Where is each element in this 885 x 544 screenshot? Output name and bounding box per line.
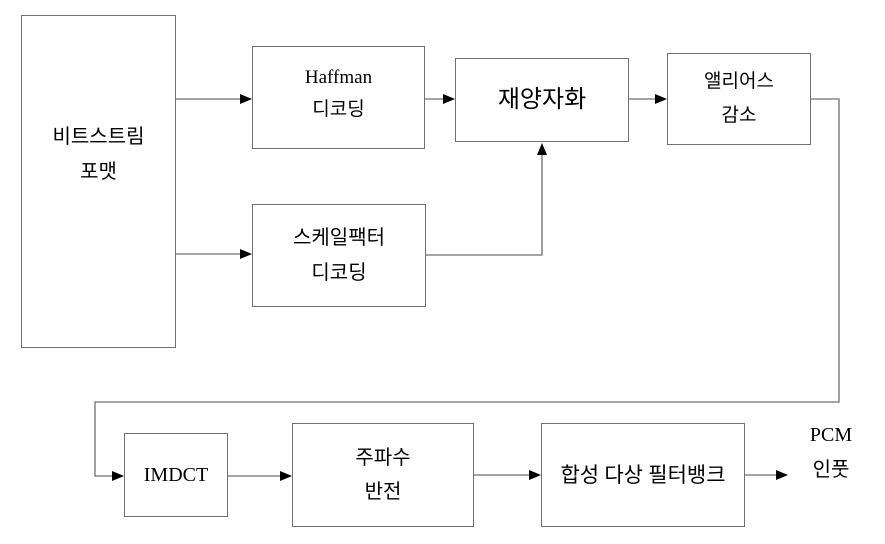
- node-label-line: PCM: [809, 424, 853, 446]
- node-label-line: 인풋: [812, 459, 850, 481]
- connector-bitstream-to-scalefactor: [176, 249, 252, 259]
- node-imdct: IMDCT: [124, 433, 228, 517]
- pcm-output-label: PCM 인풋: [796, 418, 866, 488]
- arrowhead-icon: [443, 94, 455, 104]
- node-synthesis-polyphase-filterbank: 합성 다상 필터뱅크: [541, 423, 745, 527]
- arrowhead-icon: [280, 471, 292, 481]
- node-label-line: 재양자화: [497, 86, 587, 113]
- connector-huffman-to-requant: [425, 94, 455, 104]
- node-label-line: Haffman: [304, 66, 373, 88]
- node-label: IMDCT: [144, 458, 208, 493]
- connector-alias-to-imdct: [94, 98, 840, 481]
- node-alias-reduction: 앨리어스 감소: [667, 53, 811, 145]
- node-label: Haffman 디코딩: [305, 62, 372, 126]
- node-label: 스케일팩터 디코딩: [293, 221, 385, 291]
- node-huffman-decoding: Haffman 디코딩: [252, 46, 425, 149]
- arrowhead-icon: [529, 470, 541, 480]
- connector-bitstream-to-huffman: [176, 94, 252, 104]
- node-label-line: 주파수: [355, 447, 411, 469]
- node-requantization: 재양자화: [455, 58, 629, 142]
- connector-freq-to-synth: [474, 470, 541, 480]
- connector-scalefactor-to-requant: [426, 143, 547, 256]
- connector-requant-to-alias: [629, 94, 667, 104]
- node-label-line: 포맷: [80, 160, 117, 183]
- node-label: 주파수 반전: [355, 441, 410, 509]
- arrowhead-icon: [655, 94, 667, 104]
- node-label: 비트스트림 포맷: [53, 120, 145, 190]
- node-label-line: 디코딩: [312, 98, 365, 120]
- node-label-line: 스케일팩터: [293, 226, 385, 249]
- node-label-line: 감소: [721, 105, 757, 126]
- node-label-line: 앨리어스: [704, 71, 774, 92]
- node-label-line: 디코딩: [311, 261, 367, 284]
- node-scalefactor-decoding: 스케일팩터 디코딩: [252, 204, 426, 307]
- connector-synth-to-pcm: [745, 470, 788, 480]
- node-label: 앨리어스 감소: [704, 65, 774, 133]
- node-label-line: 비트스트림: [52, 125, 145, 148]
- node-bitstream-format: 비트스트림 포맷: [21, 15, 176, 348]
- arrowhead-icon: [240, 94, 252, 104]
- arrowhead-icon: [240, 249, 252, 259]
- node-label-line: IMDCT: [143, 463, 209, 486]
- arrowhead-icon: [112, 471, 124, 481]
- node-label-line: 합성 다상 필터뱅크: [560, 462, 726, 487]
- node-label-line: 반전: [364, 481, 402, 503]
- node-frequency-inversion: 주파수 반전: [292, 423, 474, 527]
- node-label: 합성 다상 필터뱅크: [560, 458, 725, 493]
- arrowhead-icon: [537, 143, 547, 155]
- connector-imdct-to-freq: [228, 471, 292, 481]
- arrowhead-icon: [776, 470, 788, 480]
- node-label: 재양자화: [498, 83, 586, 118]
